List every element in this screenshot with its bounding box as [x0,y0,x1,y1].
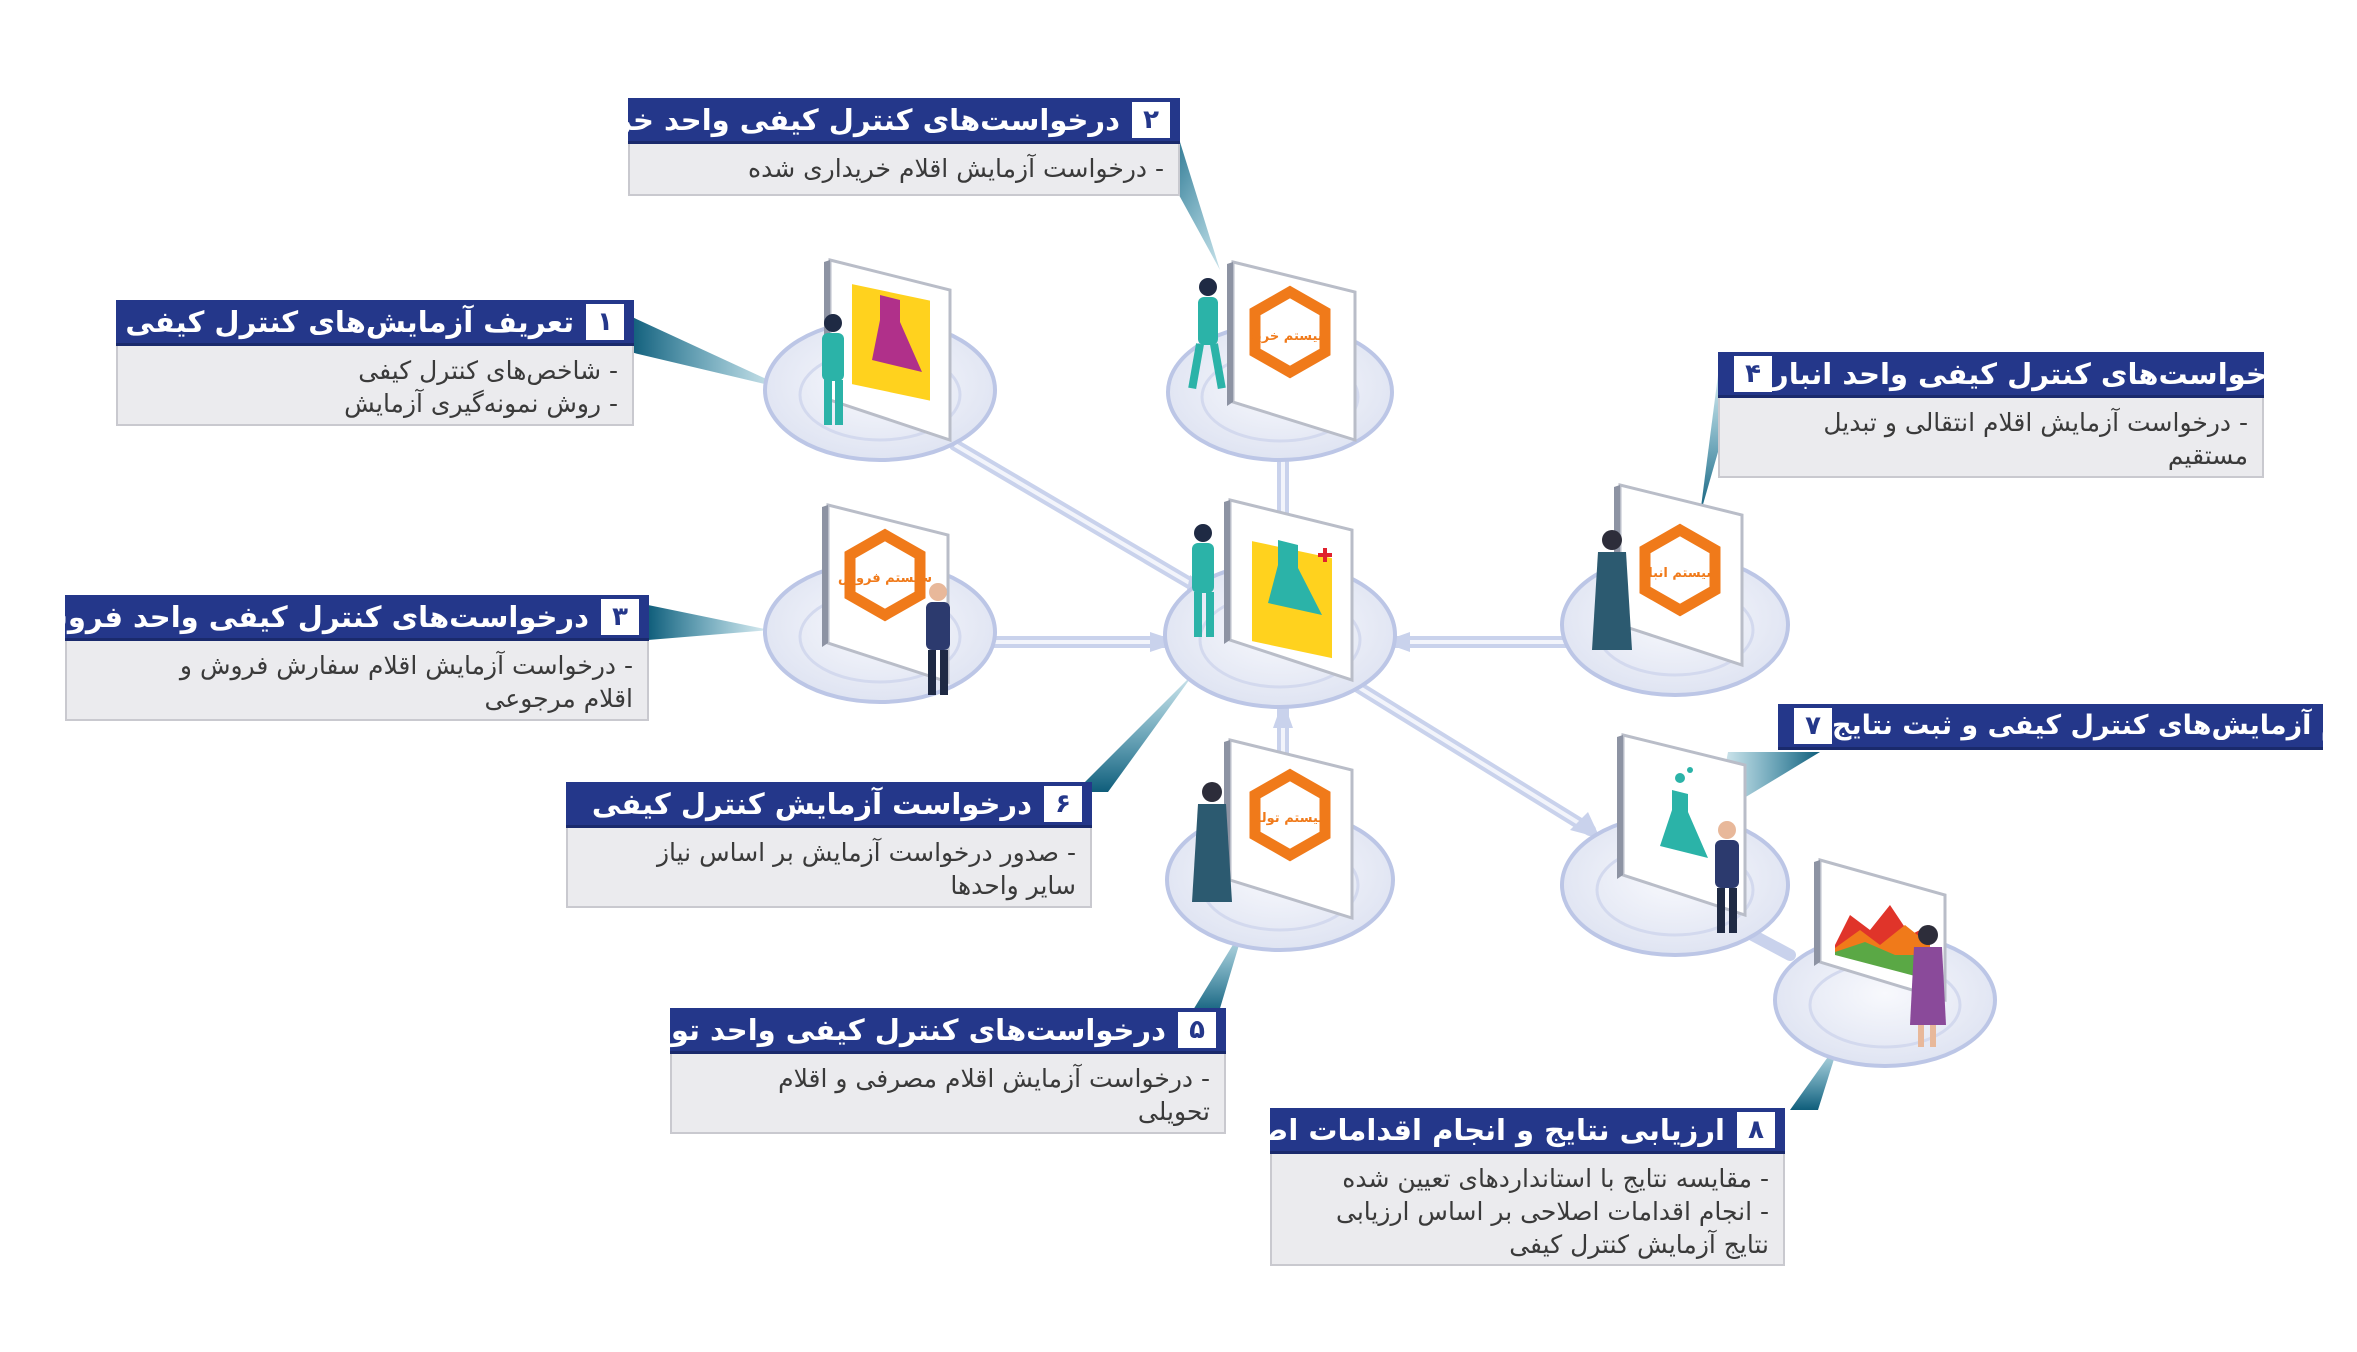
board-sales: سیستم فروش [822,503,950,685]
callout-3-title-bar: ۳ درخواست‌های کنترل کیفی واحد فروش [65,595,649,641]
callout-3-number: ۳ [601,598,639,635]
hexagon-badge-icon [844,528,926,622]
person-icon [822,314,844,425]
callout-7-number: ۷ [1794,707,1832,744]
hexagon-badge-icon [1639,523,1721,617]
callout-8-title: ارزیابی نتایج و انجام اقدامات اصلاحی [1270,1112,1725,1147]
callout-4-title: درخواست‌های کنترل کیفی واحد انبار [1772,356,2264,391]
callout-1-number: ۱ [586,303,624,340]
person-icon [1192,524,1214,637]
board-purchase-label: سیستم خرید [1249,329,1330,344]
board-evaluation [1814,858,1947,1003]
person-icon [1910,925,1946,1047]
callout-6-title: درخواست آزمایش کنترل کیفی [591,786,1032,821]
callout-6-body: - صدور درخواست آزمایش بر اساس نیاز سایر … [566,828,1092,908]
callout-1-body: - شاخص‌های کنترل کیفی - روش نمونه‌گیری آ… [116,346,634,426]
callout-4-body: - درخواست آزمایش اقلام انتقالی و تبدیل م… [1718,398,2264,478]
callout-2-body: - درخواست آزمایش اقلام خریداری شده [628,144,1180,196]
hexagon-badge-icon [1249,285,1331,379]
callout-5-title-bar: ۵ درخواست‌های کنترل کیفی واحد تولید [670,1008,1226,1054]
callout-3-title: درخواست‌های کنترل کیفی واحد فروش [65,599,589,634]
callout-1: ۱ تعریف آزمایش‌های کنترل کیفی - شاخص‌های… [116,300,634,426]
area-chart-icon [1835,905,1930,980]
callout-8-line-3: نتایج آزمایش کنترل کیفی [1509,1230,1769,1259]
callout-3-line-1: - درخواست آزمایش اقلام سفارش فروش و [179,651,633,680]
callout-7-title-bar: ۷ انجام آزمایش‌های کنترل کیفی و ثبت نتای… [1778,704,2323,750]
person-icon [926,583,950,695]
person-icon [1715,821,1739,933]
leader-beams [630,142,1840,1110]
board-center [1224,498,1354,683]
callout-8-line-1: - مقایسه نتایج با استانداردهای تعیین شده [1342,1164,1769,1193]
person-icon [1592,530,1632,650]
flask-icon [872,295,922,372]
board-production-label: سیستم تولید [1249,811,1331,826]
callout-4-number: ۴ [1734,355,1772,392]
person-icon [1192,782,1232,902]
callout-8-number: ۸ [1737,1111,1775,1148]
board-production: سیستم تولید [1224,738,1354,921]
callout-8: ۸ ارزیابی نتایج و انجام اقدامات اصلاحی -… [1270,1108,1785,1266]
hexagon-badge-icon [1249,768,1331,862]
callout-3-body: - درخواست آزمایش اقلام سفارش فروش و اقلا… [65,641,649,721]
callout-1-line-2: - روش نمونه‌گیری آزمایش [344,389,618,418]
callout-1-title: تعریف آزمایش‌های کنترل کیفی [125,304,574,339]
callout-3-line-2: اقلام مرجوعی [484,684,633,713]
board-sales-label: سیستم فروش [838,571,932,586]
board-purchase: سیستم خرید [1227,260,1357,443]
callout-2: ۲ درخواست‌های کنترل کیفی واحد خرید - درخ… [628,98,1180,196]
callout-7-title: انجام آزمایش‌های کنترل کیفی و ثبت نتایج [1832,710,2323,741]
callout-1-title-bar: ۱ تعریف آزمایش‌های کنترل کیفی [116,300,634,346]
board-testing [1617,733,1747,918]
callout-8-title-bar: ۸ ارزیابی نتایج و انجام اقدامات اصلاحی [1270,1108,1785,1154]
flask-icon [1660,767,1708,858]
callout-5-title: درخواست‌های کنترل کیفی واحد تولید [670,1012,1166,1047]
callout-8-body: - مقایسه نتایج با استانداردهای تعیین شده… [1270,1154,1785,1266]
callout-6-number: ۶ [1044,785,1082,822]
callout-6-line-1: - صدور درخواست آزمایش بر اساس نیاز [656,838,1076,867]
callout-5-body: - درخواست آزمایش اقلام مصرفی و اقلام تحو… [670,1054,1226,1134]
callout-5-number: ۵ [1178,1011,1216,1048]
callout-5: ۵ درخواست‌های کنترل کیفی واحد تولید - در… [670,1008,1226,1134]
callout-2-title-bar: ۲ درخواست‌های کنترل کیفی واحد خرید [628,98,1180,144]
flask-icon [1268,540,1332,615]
callout-6-line-2: سایر واحدها [950,871,1076,900]
callout-5-line-1: - درخواست آزمایش اقلام مصرفی و اقلام [778,1064,1210,1093]
callout-1-line-1: - شاخص‌های کنترل کیفی [358,356,618,385]
callout-4: ۴ درخواست‌های کنترل کیفی واحد انبار - در… [1718,352,2264,478]
callout-4-line-2: مستقیم [2167,441,2248,470]
callout-6: ۶ درخواست آزمایش کنترل کیفی - صدور درخوا… [566,782,1092,908]
callout-5-line-2: تحویلی [1137,1097,1210,1126]
callout-8-line-2: - انجام اقدامات اصلاحی بر اساس ارزیابی [1336,1197,1769,1226]
board-warehouse-label: سیستم انبار [1640,566,1719,581]
callout-7: ۷ انجام آزمایش‌های کنترل کیفی و ثبت نتای… [1778,704,2323,750]
callout-2-number: ۲ [1132,101,1170,138]
person-icon [1188,278,1226,390]
callout-4-line-1: - درخواست آزمایش اقلام انتقالی و تبدیل [1823,408,2248,437]
callout-2-title: درخواست‌های کنترل کیفی واحد خرید [628,102,1120,137]
callout-6-title-bar: ۶ درخواست آزمایش کنترل کیفی [566,782,1092,828]
callout-4-title-bar: ۴ درخواست‌های کنترل کیفی واحد انبار [1718,352,2264,398]
callout-3: ۳ درخواست‌های کنترل کیفی واحد فروش - درخ… [65,595,649,721]
callout-2-line-1: - درخواست آزمایش اقلام خریداری شده [747,154,1164,183]
